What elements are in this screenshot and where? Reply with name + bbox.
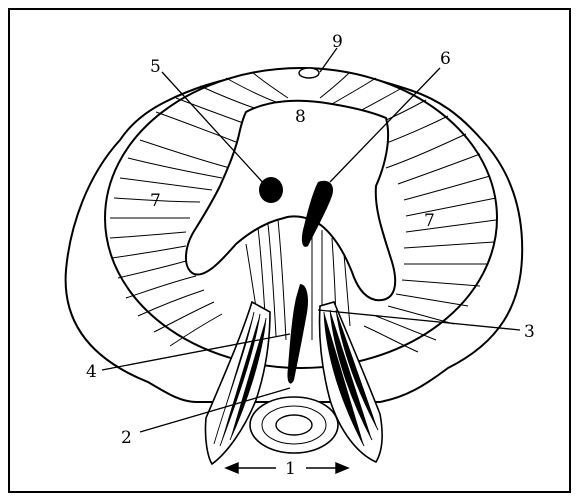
- label-2: 2: [121, 428, 132, 448]
- label-7-right: 7: [424, 211, 435, 231]
- vertebral-core: [276, 415, 312, 435]
- label-5: 5: [150, 57, 161, 77]
- label-1: 1: [285, 459, 296, 479]
- label-9: 9: [332, 32, 343, 52]
- label-7-left: 7: [150, 191, 161, 211]
- label-3: 3: [524, 322, 535, 342]
- label-6: 6: [440, 49, 451, 69]
- caval-opening: [259, 177, 283, 203]
- xiphoid-process: [299, 68, 319, 78]
- label-4: 4: [86, 362, 97, 382]
- label-8: 8: [295, 107, 306, 127]
